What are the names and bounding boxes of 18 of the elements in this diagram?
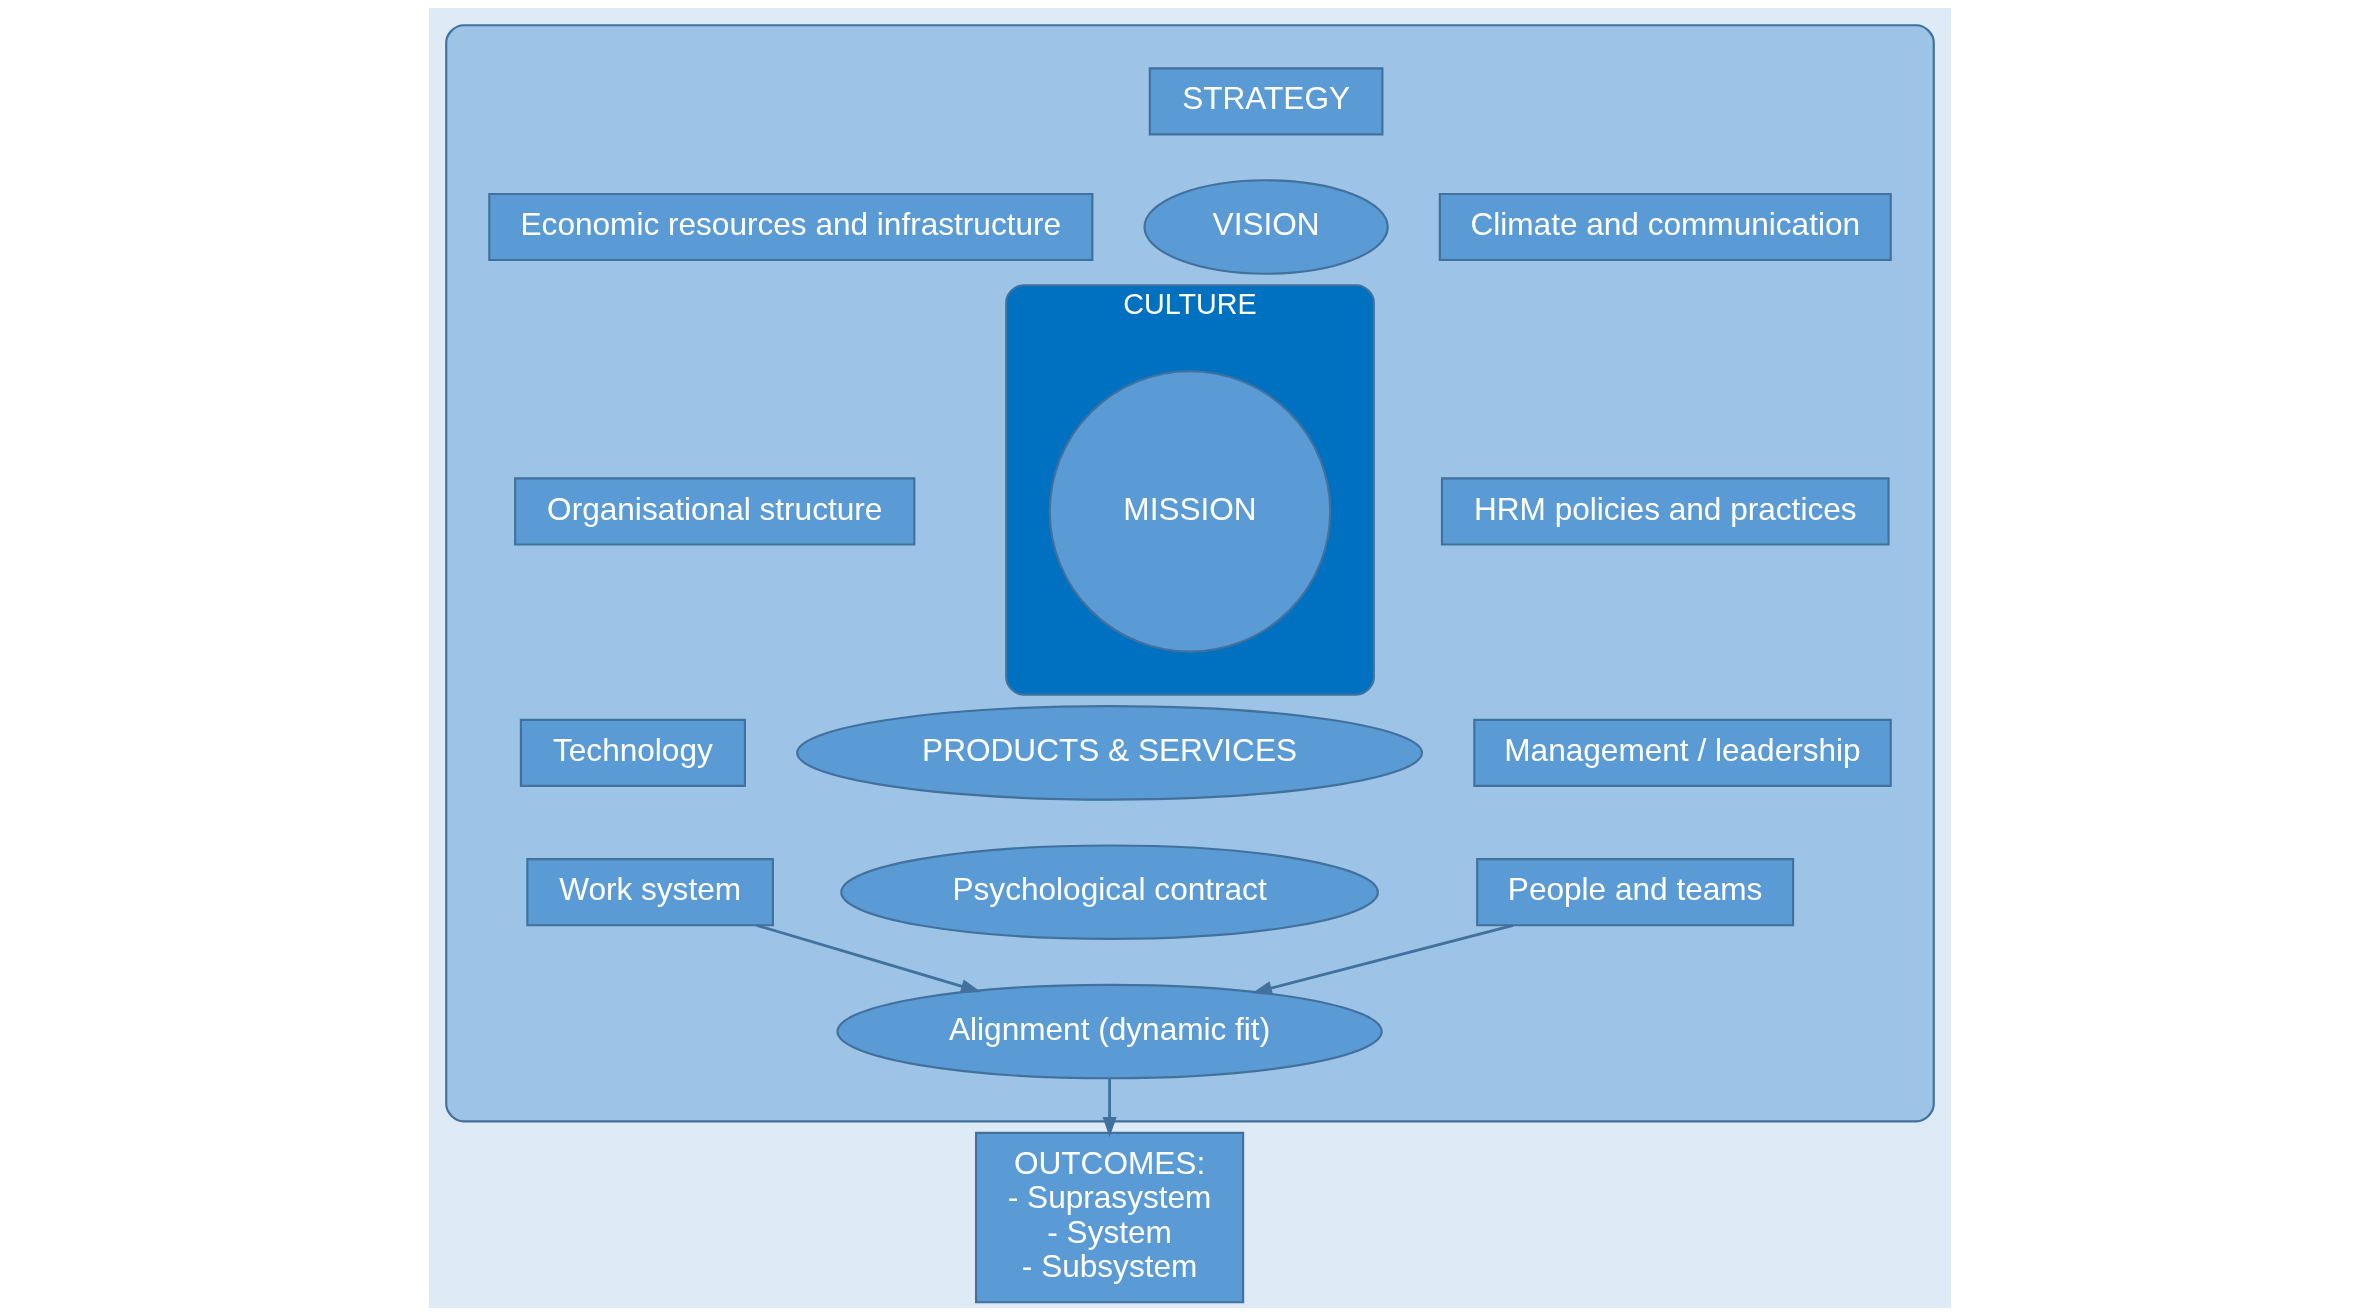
node-box: HRM policies and practices [1440, 477, 1890, 546]
node-ellipse: Psychological contract [839, 844, 1379, 940]
node-box: STRATEGY [1148, 67, 1383, 136]
node-box: OUTCOMES: - Suprasystem - System - Subsystem [974, 1131, 1244, 1304]
node-box: Organisational structure [513, 477, 915, 546]
node-box: Technology [519, 718, 746, 787]
node-box: Economic resources and infrastructure [487, 192, 1093, 262]
node-ellipse: PRODUCTS & SERVICES [795, 705, 1423, 801]
node-box: Management / leadership [1472, 718, 1892, 787]
arrow [1251, 923, 1514, 995]
arrow [755, 923, 981, 993]
node-box: People and teams [1475, 858, 1794, 927]
node-ellipse: VISION [1142, 179, 1389, 275]
node-circle: MISSION [1048, 370, 1331, 653]
arrow [1102, 1078, 1117, 1138]
node-box: Climate and communication [1438, 192, 1892, 262]
node-box: Work system [525, 858, 774, 927]
cluster [444, 24, 1935, 1123]
